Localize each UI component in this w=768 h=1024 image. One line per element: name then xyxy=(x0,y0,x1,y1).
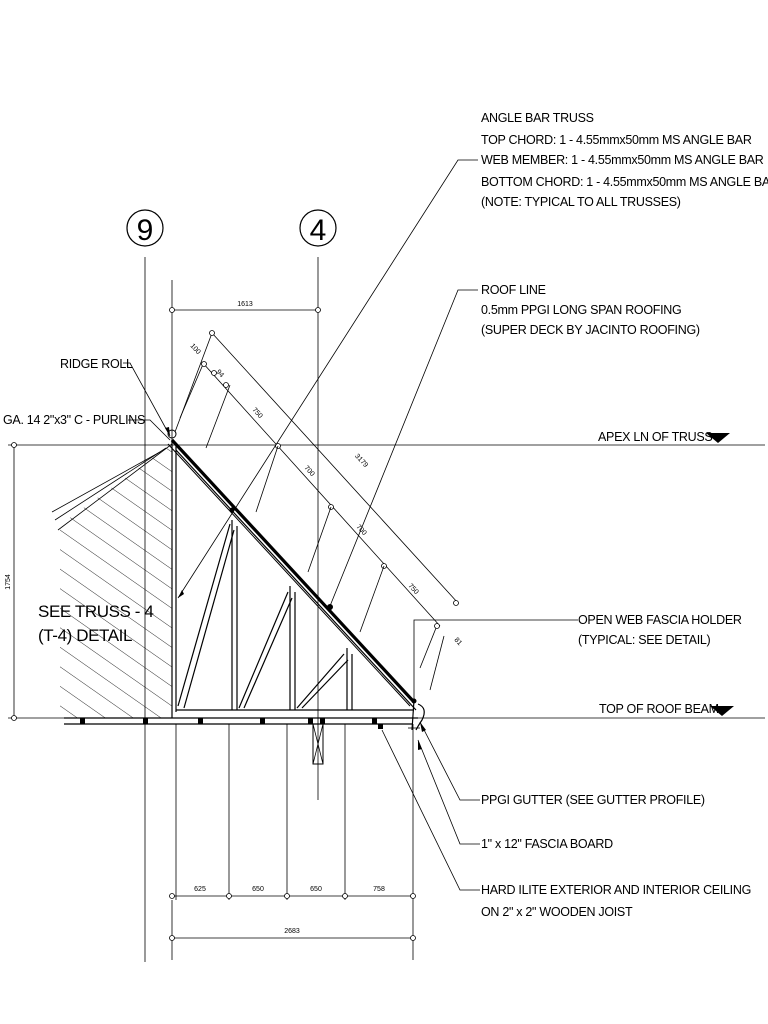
note-roofing: 0.5mm PPGI LONG SPAN ROOFING xyxy=(481,303,681,317)
grid-bubble-4 xyxy=(299,209,337,247)
dim-625: 625 xyxy=(194,886,206,893)
dim-bottom: 625 650 650 758 2683 xyxy=(169,886,416,960)
grid-label-4: 4 xyxy=(310,214,327,247)
note-joist: ON 2" x 2" WOODEN JOIST xyxy=(481,905,633,919)
grid-bubble-9 xyxy=(126,209,164,247)
note-ceiling: HARD ILITE EXTERIOR AND INTERIOR CEILING xyxy=(481,883,751,897)
apex-marker-icon xyxy=(706,433,730,443)
dim-750-b: 750 xyxy=(407,583,420,596)
note-super-deck: (SUPER DECK BY JACINTO ROOFING) xyxy=(481,323,700,337)
grid-label-9: 9 xyxy=(137,214,154,247)
note-top-of-beam: TOP OF ROOF BEAM xyxy=(599,702,719,716)
note-web-member: WEB MEMBER: 1 - 4.55mmx50mm MS ANGLE BAR xyxy=(481,153,764,167)
hatched-section xyxy=(51,443,173,718)
note-fascia-holder: OPEN WEB FASCIA HOLDER xyxy=(578,613,742,627)
note-gutter: PPGI GUTTER (SEE GUTTER PROFILE) xyxy=(481,793,705,807)
note-fascia-board: 1" x 12" FASCIA BOARD xyxy=(481,837,613,851)
note-fascia-typical: (TYPICAL: SEE DETAIL) xyxy=(578,633,711,647)
note-see-truss: SEE TRUSS - 4 xyxy=(38,602,153,621)
dim-650-a: 650 xyxy=(252,886,264,893)
note-apex: APEX LN OF TRUSS xyxy=(598,430,712,444)
note-truss-title: ANGLE BAR TRUSS xyxy=(481,111,594,125)
note-roof-line: ROOF LINE xyxy=(481,283,546,297)
beam-marker-icon xyxy=(710,706,734,716)
dim-758: 758 xyxy=(373,886,385,893)
note-top-chord: TOP CHORD: 1 - 4.55mmx50mm MS ANGLE BAR xyxy=(481,133,752,147)
dim-1613: 1613 xyxy=(237,301,253,308)
truss xyxy=(64,429,460,960)
dim-81: 81 xyxy=(453,637,464,648)
dim-1754: 1754 xyxy=(5,574,12,590)
dim-700-b: 700 xyxy=(355,524,368,537)
dim-94: 94 xyxy=(215,369,226,380)
dim-height: 1754 xyxy=(5,442,17,721)
note-purlins: GA. 14 2"x3" C - PURLINS xyxy=(3,413,145,427)
note-t4-detail: (T-4) DETAIL xyxy=(38,626,132,645)
note-typical: (NOTE: TYPICAL TO ALL TRUSSES) xyxy=(481,195,681,209)
leaders xyxy=(123,159,578,891)
dim-100: 100 xyxy=(189,343,202,356)
dim-top: 1613 xyxy=(169,280,321,440)
annotations: ANGLE BAR TRUSS TOP CHORD: 1 - 4.55mmx50… xyxy=(3,111,768,919)
note-bottom-chord: BOTTOM CHORD: 1 - 4.55mmx50mm MS ANGLE B… xyxy=(481,175,768,189)
dim-3179: 3179 xyxy=(353,453,369,469)
dim-2683: 2683 xyxy=(284,928,300,935)
grid-lines: 9 4 xyxy=(126,209,337,962)
dim-650-b: 650 xyxy=(310,886,322,893)
note-ridge-roll: RIDGE ROLL xyxy=(60,357,133,371)
